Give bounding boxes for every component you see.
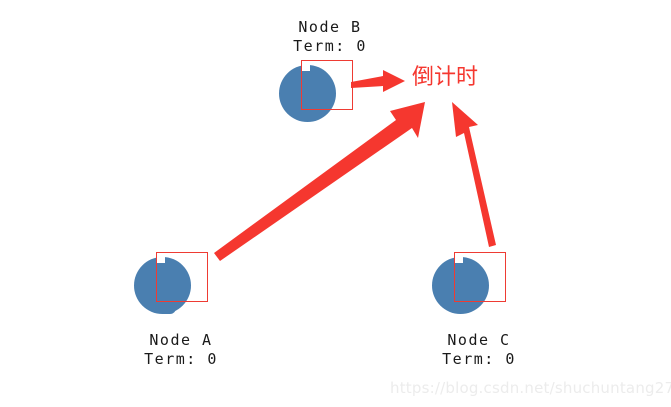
node-c-circle — [432, 257, 489, 314]
node-c-name-label: Node C — [447, 331, 511, 349]
node-a-notch-icon — [157, 257, 165, 263]
node-a-tail-icon — [163, 301, 176, 314]
node-c-tail-icon — [472, 289, 485, 302]
node-b-name-label: Node B — [298, 18, 362, 36]
node-c-term-label: Term: 0 — [442, 350, 516, 368]
countdown-label: 倒计时 — [412, 65, 479, 90]
node-b-term-label: Term: 0 — [293, 37, 367, 55]
node-b-square — [301, 60, 353, 110]
node-c-notch-icon — [455, 257, 463, 263]
node-a-name-label: Node A — [149, 331, 213, 349]
node-c-square — [454, 252, 506, 302]
node-a-term-label: Term: 0 — [144, 350, 218, 368]
node-a-group: Node A Term: 0 — [130, 246, 250, 368]
node-c-group: Node C Term: 0 — [428, 246, 548, 368]
node-a-square — [156, 252, 208, 302]
node-b-notch-icon — [302, 65, 310, 71]
arrow-c-to-countdown — [452, 102, 496, 247]
watermark-url: https://blog.csdn.net/shuchuntang2729 — [390, 379, 671, 397]
node-a-circle — [134, 257, 191, 314]
node-b-group: Node B Term: 0 — [275, 18, 385, 128]
